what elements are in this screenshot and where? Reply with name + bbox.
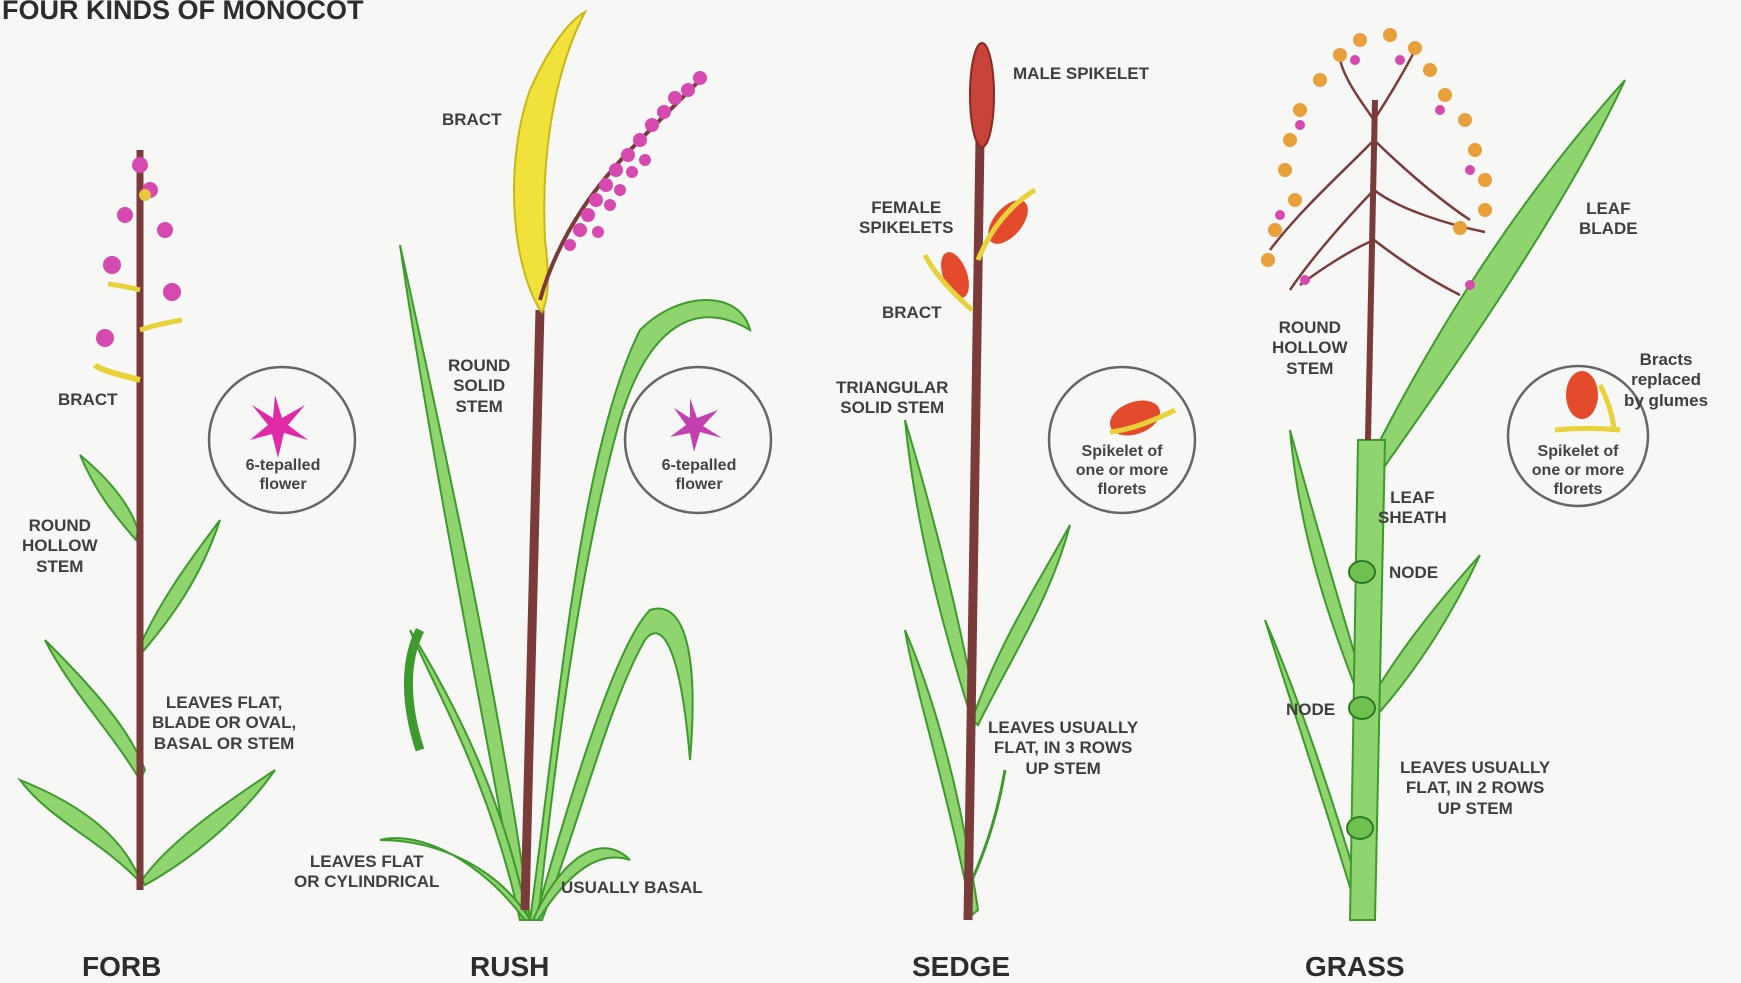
grass-node-label-upper: NODE	[1389, 563, 1438, 583]
rush-inset-caption: 6-tepalled flower	[646, 456, 752, 494]
sedge-female-label: FEMALE SPIKELETS	[859, 198, 953, 239]
forb-leaves-label: LEAVES FLAT, BLADE OR OVAL, BASAL OR STE…	[152, 693, 296, 754]
rush-stem-label: ROUND SOLID STEM	[448, 356, 510, 417]
rush-basal-label: USUALLY BASAL	[561, 878, 703, 898]
forb-inset-caption: 6-tepalled flower	[230, 456, 336, 494]
forb-bract-label: BRACT	[58, 390, 118, 410]
sedge-inset-caption: Spikelet of one or more florets	[1066, 442, 1178, 500]
grass-caption: GRASS	[1305, 950, 1405, 983]
sedge-stem-label: TRIANGULAR SOLID STEM	[836, 378, 948, 419]
grass-node-label-lower: NODE	[1286, 700, 1335, 720]
grass-blade-label: LEAF BLADE	[1579, 199, 1638, 240]
page-title: FOUR KINDS OF MONOCOT	[2, 0, 363, 26]
grass-bracts-label: Bracts replaced by glumes	[1624, 350, 1708, 411]
rush-bract-label: BRACT	[442, 110, 502, 130]
forb-stem-label: ROUND HOLLOW STEM	[22, 516, 98, 577]
sedge-male-label: MALE SPIKELET	[1013, 64, 1149, 84]
rush-caption: RUSH	[470, 950, 549, 983]
sedge-caption: SEDGE	[912, 950, 1010, 983]
grass-stem-label: ROUND HOLLOW STEM	[1272, 318, 1348, 379]
grass-leaves-label: LEAVES USUALLY FLAT, IN 2 ROWS UP STEM	[1400, 758, 1550, 819]
rush-leaves-label: LEAVES FLAT OR CYLINDRICAL	[294, 852, 439, 893]
forb-caption: FORB	[82, 950, 161, 983]
grass-sheath-label: LEAF SHEATH	[1378, 488, 1447, 529]
grass-inset-caption: Spikelet of one or more florets	[1522, 442, 1634, 500]
sedge-leaves-label: LEAVES USUALLY FLAT, IN 3 ROWS UP STEM	[988, 718, 1138, 779]
sedge-bract-label: BRACT	[882, 303, 942, 323]
sedge-illustration	[905, 43, 1070, 920]
